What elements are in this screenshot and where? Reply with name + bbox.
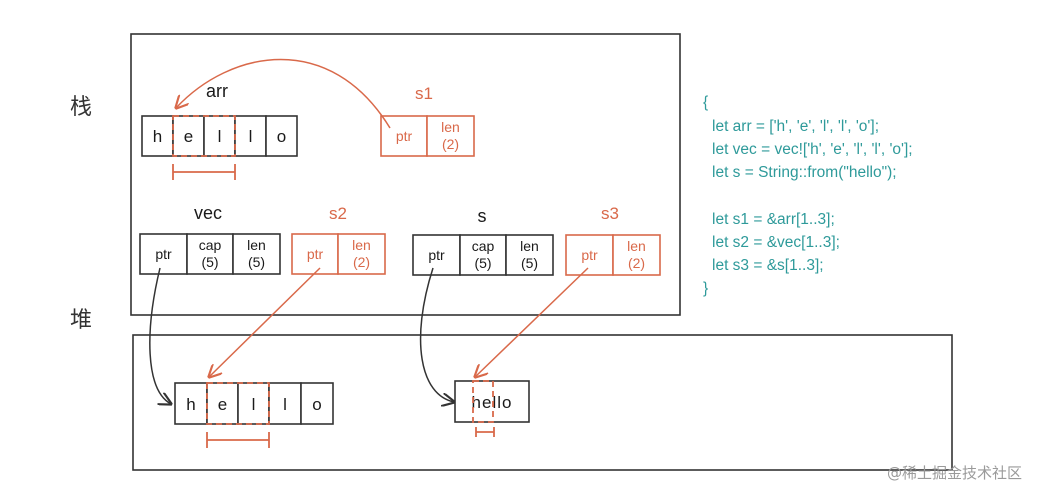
s-string-struct: ptr cap (5) len (5) <box>412 234 554 276</box>
arr-cell <box>234 115 267 157</box>
s1-label: s1 <box>415 84 433 103</box>
s1-slice-struct: ptr len (2) <box>380 115 475 157</box>
s-cap-label: cap <box>472 238 495 254</box>
s-len-value: (5) <box>521 255 538 271</box>
code-block: { let arr = ['h', 'e', 'l', 'l', 'o']; l… <box>703 94 913 297</box>
s1-len-value: (2) <box>442 136 459 152</box>
s-cap-value: (5) <box>474 255 491 271</box>
arr-char: h <box>153 127 162 146</box>
arr-cell <box>265 115 298 157</box>
s3-ptr-arrow <box>475 267 589 377</box>
heap-string-text: hello <box>472 393 513 412</box>
s2-slice-struct: ptr len (2) <box>291 233 386 275</box>
arr-char: o <box>277 127 286 146</box>
heap-vec-buffer: h e l l o <box>174 382 334 425</box>
s1-len-label: len <box>441 119 460 135</box>
heap-vec-cell <box>237 382 270 425</box>
s-label: s <box>478 206 487 226</box>
s2-len-label: len <box>352 237 371 253</box>
heap-label: 堆 <box>70 308 92 333</box>
s2-len-value: (2) <box>353 254 370 270</box>
heap-vec-char: e <box>218 395 227 414</box>
vec-ptr: ptr <box>155 246 172 262</box>
code-line: let s1 = &arr[1..3]; <box>712 211 835 228</box>
watermark: @稀土掘金技术社区 <box>887 464 1022 482</box>
s-len-label: len <box>520 238 539 254</box>
heap-vec-slice-range <box>206 432 270 448</box>
s2-ptr: ptr <box>307 246 324 262</box>
code-line: let s3 = &s[1..3]; <box>712 257 824 274</box>
code-line: { <box>703 94 708 111</box>
heap-string-slice-highlight <box>472 380 494 423</box>
arr-slice-highlight <box>172 115 236 157</box>
stack-region <box>130 33 681 316</box>
code-line: let s = String::from("hello"); <box>712 164 897 181</box>
vec-cap-value: (5) <box>201 254 218 270</box>
arr-char: e <box>184 127 193 146</box>
heap-vec-char: l <box>252 395 256 414</box>
s3-label: s3 <box>601 204 619 223</box>
code-line: let arr = ['h', 'e', 'l', 'l', 'o']; <box>712 118 879 135</box>
heap-vec-cell <box>174 382 208 425</box>
heap-region <box>132 334 953 471</box>
vec-label: vec <box>194 203 222 223</box>
vec-ptr-arrow <box>149 267 171 404</box>
code-line: let vec = vec!['h', 'e', 'l', 'l', 'o']; <box>712 141 913 158</box>
s-ptr-arrow <box>419 267 454 402</box>
s-ptr: ptr <box>428 247 445 263</box>
s3-len-label: len <box>627 238 646 254</box>
s1-ptr: ptr <box>396 128 413 144</box>
heap-vec-char: l <box>283 395 287 414</box>
arr-char: l <box>249 127 253 146</box>
s1-pointer-arrow <box>176 58 391 129</box>
vec-cap-label: cap <box>199 237 222 253</box>
s3-len-value: (2) <box>628 255 645 271</box>
code-line: } <box>703 280 708 297</box>
s2-label: s2 <box>329 204 347 223</box>
vec-struct: ptr cap (5) len (5) <box>139 233 281 275</box>
arr-array: h e l l o <box>141 115 298 157</box>
arr-char: l <box>218 127 222 146</box>
vec-len-value: (5) <box>248 254 265 270</box>
heap-vec-cell <box>300 382 334 425</box>
code-line: let s2 = &vec[1..3]; <box>712 234 840 251</box>
heap-vec-char: o <box>312 395 321 414</box>
s3-slice-struct: ptr len (2) <box>565 234 661 276</box>
s3-ptr: ptr <box>581 247 598 263</box>
heap-vec-slice-highlight <box>206 382 270 425</box>
arr-slice-range <box>172 164 236 180</box>
vec-len-label: len <box>247 237 266 253</box>
stack-label: 栈 <box>70 95 92 120</box>
heap-string-slice-range <box>475 427 495 437</box>
arr-label: arr <box>206 81 228 101</box>
s2-ptr-arrow <box>209 267 321 377</box>
heap-vec-char: h <box>186 395 195 414</box>
